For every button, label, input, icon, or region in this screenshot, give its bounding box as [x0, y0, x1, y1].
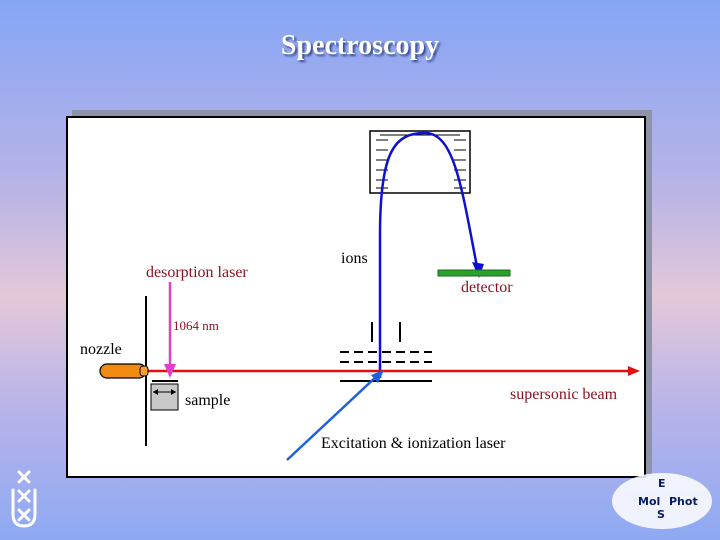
molphot-bottom: S — [657, 508, 665, 521]
nozzle — [99, 363, 149, 379]
ion-path — [378, 131, 484, 378]
label-nozzle: nozzle — [80, 341, 122, 358]
detector — [437, 269, 511, 277]
excitation-laser-arrowhead — [371, 370, 384, 383]
sample-block — [150, 380, 179, 411]
desorption-laser-arrowhead — [164, 364, 176, 378]
label-detector: detector — [461, 279, 513, 296]
university-logo — [11, 470, 37, 528]
diagram-panel — [66, 116, 646, 478]
label-wavelength: 1064 nm — [173, 318, 219, 333]
label-desorption-laser: desorption laser — [146, 264, 248, 281]
label-supersonic-beam: supersonic beam — [510, 386, 618, 403]
molphot-left: Mol — [638, 495, 661, 508]
molphot-top: E — [658, 477, 666, 490]
label-excitation-laser: Excitation & ionization laser — [321, 435, 506, 452]
label-sample: sample — [185, 392, 231, 409]
extraction-plates — [340, 322, 432, 382]
molphot-logo: E Mol Phot S — [610, 470, 715, 532]
excitation-laser-beam — [286, 374, 379, 461]
molphot-right: Phot — [669, 495, 698, 508]
supersonic-beam-arrowhead — [628, 366, 640, 376]
label-ions: ions — [341, 250, 368, 267]
reflectron — [369, 130, 471, 194]
slide-title: Spectroscopy — [280, 30, 440, 61]
